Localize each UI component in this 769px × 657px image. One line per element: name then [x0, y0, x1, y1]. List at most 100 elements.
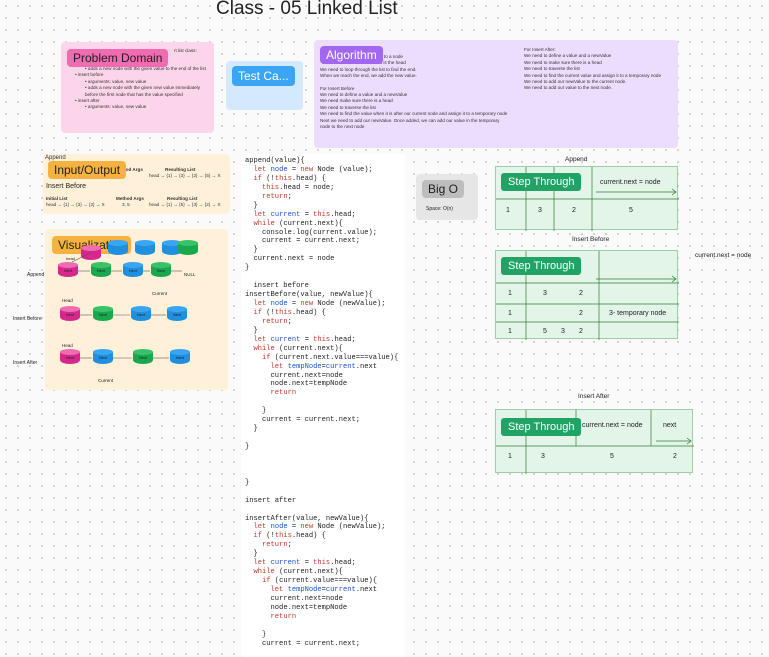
insert-after-grid [496, 410, 694, 474]
ia-cell: 2 [673, 453, 677, 460]
code-line: let current = this.head; [253, 559, 356, 568]
node-disk: Next [60, 306, 80, 324]
disk-label: Next [128, 268, 138, 273]
pd-text: adds a new node with the given new value… [85, 85, 200, 97]
ib-cell: 3 [561, 328, 565, 335]
big-o-tag[interactable]: Big O [422, 180, 465, 198]
pd-text: insert before [77, 72, 104, 78]
insert-before-side-note: current.next = node [695, 252, 752, 259]
node-disk: Next [91, 262, 111, 280]
algo-line: We need to define a value and a newValue [524, 53, 612, 59]
algorithm-tag[interactable]: Algorithm [320, 46, 383, 64]
problem-domain-line: rt list class: [174, 48, 197, 53]
code-line: while (current.next){ [253, 344, 343, 353]
ib-cell: 3 [543, 290, 547, 297]
code-line: } [245, 550, 258, 559]
code-line: return; [262, 317, 292, 326]
code-line [245, 488, 398, 497]
code-line: node.next=tempNode [270, 603, 348, 612]
node-disk: Next [167, 306, 187, 324]
vis-current-3: Current [98, 378, 114, 383]
disk-label: Next [175, 355, 185, 360]
disk-label: Next [138, 355, 148, 360]
insert-after-title: Insert After [578, 393, 610, 400]
algorithm-left-text: e to a node ll is the head We need to lo… [320, 54, 510, 130]
node-disk: Next [131, 306, 151, 324]
ib-cell: 1 [508, 328, 512, 335]
pd-bullet: • adds a new node with the given new val… [85, 85, 200, 97]
test-case-tag[interactable]: Test Ca... [232, 66, 295, 86]
code-line [245, 398, 398, 407]
code-line: } [245, 201, 258, 210]
code-line: } [245, 407, 267, 416]
disk-label: Next [136, 312, 146, 317]
code-line: current = current.next; [262, 416, 360, 425]
code-line [245, 452, 398, 461]
code-line: while (current.next){ [253, 568, 343, 577]
algo-line: We need to add our value to the next nod… [524, 85, 613, 91]
insert-after-step-through-button[interactable]: Step Through [501, 418, 582, 436]
algo-line: We need to traverse the list [320, 104, 376, 110]
code-line: let node = new Node (newValue); [253, 300, 386, 308]
vis-append-label: Append [27, 272, 45, 278]
code-line: insert before [245, 282, 309, 291]
code-line [245, 273, 398, 282]
node-disk: Next [133, 349, 153, 367]
vis-head-2: Head [62, 298, 73, 303]
ib-cell: 3- temporary node [609, 310, 667, 317]
ib-cell: 1 [508, 310, 512, 317]
node-disk [178, 240, 198, 258]
vis-current-1: Current [152, 291, 168, 296]
ib-cell: 2 [579, 328, 583, 335]
io-method-args-2: Method Args [116, 196, 144, 201]
disk-label: Next [65, 355, 75, 360]
page-title: Class - 05 Linked List [216, 0, 398, 19]
code-line: current = current.next; [262, 237, 360, 246]
code-line: insert after [245, 496, 297, 505]
pd-text: arguments: value, new value [87, 78, 147, 84]
code-line: let current = this.head; [253, 335, 356, 344]
code-line: let tempNode=current.next [270, 362, 378, 371]
append-cell: 1 [506, 207, 510, 214]
code-line: } [245, 326, 258, 335]
io-resulting-list: Resulting List [165, 167, 196, 172]
disk-label: Next [172, 312, 182, 317]
code-line: append(value){ [245, 157, 305, 165]
node-disk: Next [93, 306, 113, 324]
append-header: current.next = node [600, 179, 661, 186]
node-disk: Next [93, 349, 113, 367]
code-line: insertBefore(value, newValue){ [245, 291, 373, 300]
append-step-through-button[interactable]: Step Through [501, 173, 582, 191]
code-line: } [245, 246, 258, 255]
code-line: return [270, 612, 297, 621]
input-output-tag[interactable]: Input/Output [48, 161, 127, 179]
disk-label: Next [98, 355, 108, 360]
code-line: } [245, 478, 250, 487]
io-insert-before: Insert Before [46, 183, 87, 190]
code-block[interactable]: append(value){ let node = new Node (valu… [245, 157, 398, 649]
vis-null: NULL [184, 272, 196, 277]
ib-cell: 2 [579, 310, 583, 317]
code-line [245, 461, 398, 470]
algo-line: For Insert Before [320, 85, 355, 91]
code-line: current = current.next; [262, 639, 360, 648]
io-row2-initial: head → {1} → {3} → {2} → X [46, 202, 105, 207]
algo-line: We need to find the current value and as… [524, 72, 662, 78]
io-row2-result: head → {1} → {5} → {3} → {2} → X [149, 202, 221, 207]
node-disk [162, 240, 182, 258]
pd-text: arguments: value, new value [87, 104, 147, 110]
code-line [245, 506, 398, 515]
algo-line: We need to add our newValue to the curre… [524, 79, 627, 85]
code-line: let current = this.head; [253, 210, 356, 219]
insert-before-step-through-button[interactable]: Step Through [501, 257, 582, 275]
code-panel[interactable] [241, 154, 405, 657]
append-table-title: Append [565, 156, 588, 163]
disk-label: Next [96, 268, 106, 273]
algorithm-card[interactable]: e to a node ll is the head We need to lo… [314, 40, 678, 148]
append-cell: 5 [629, 207, 633, 214]
disk-label: Next [65, 312, 75, 317]
ia-header-1: current.next = node [582, 422, 643, 429]
problem-domain-tag[interactable]: Problem Domain [67, 49, 169, 67]
io-resulting-list-2: Resulting List [167, 196, 198, 201]
code-line: } [245, 264, 250, 273]
